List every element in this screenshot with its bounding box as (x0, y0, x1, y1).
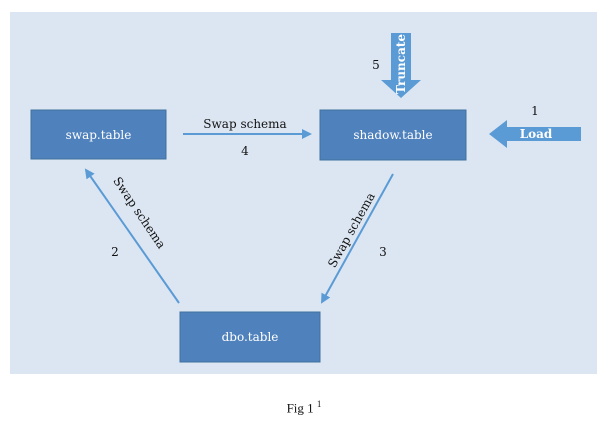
figure-caption: Fig 1 1 (0, 399, 608, 416)
dbo-to-swap-step: 2 (111, 245, 119, 259)
shadow-table-label: shadow.table (353, 128, 432, 142)
swap-to-shadow-label: Swap schema (203, 117, 286, 131)
truncate-label: Truncate (394, 34, 408, 94)
swap-table-box (30, 109, 167, 160)
truncate-step: 5 (372, 58, 380, 72)
dbo-table-label: dbo.table (222, 330, 279, 344)
dbo-to-swap-arrow (84, 168, 180, 304)
dbo-table-box (179, 311, 321, 363)
shadow-to-dbo-arrow (321, 173, 394, 304)
load-step: 1 (531, 104, 539, 118)
shadow-to-dbo-step: 3 (379, 245, 387, 259)
truncate-block-arrow (381, 33, 421, 98)
swap-table-label: swap.table (66, 128, 132, 142)
shadow-table-box (319, 109, 467, 161)
figure-caption-text: Fig 1 (286, 400, 314, 416)
figure-caption-footnote: 1 (316, 399, 322, 409)
load-block-arrow (489, 120, 581, 148)
swap-to-shadow-step: 4 (241, 144, 249, 158)
load-label: Load (520, 127, 553, 141)
